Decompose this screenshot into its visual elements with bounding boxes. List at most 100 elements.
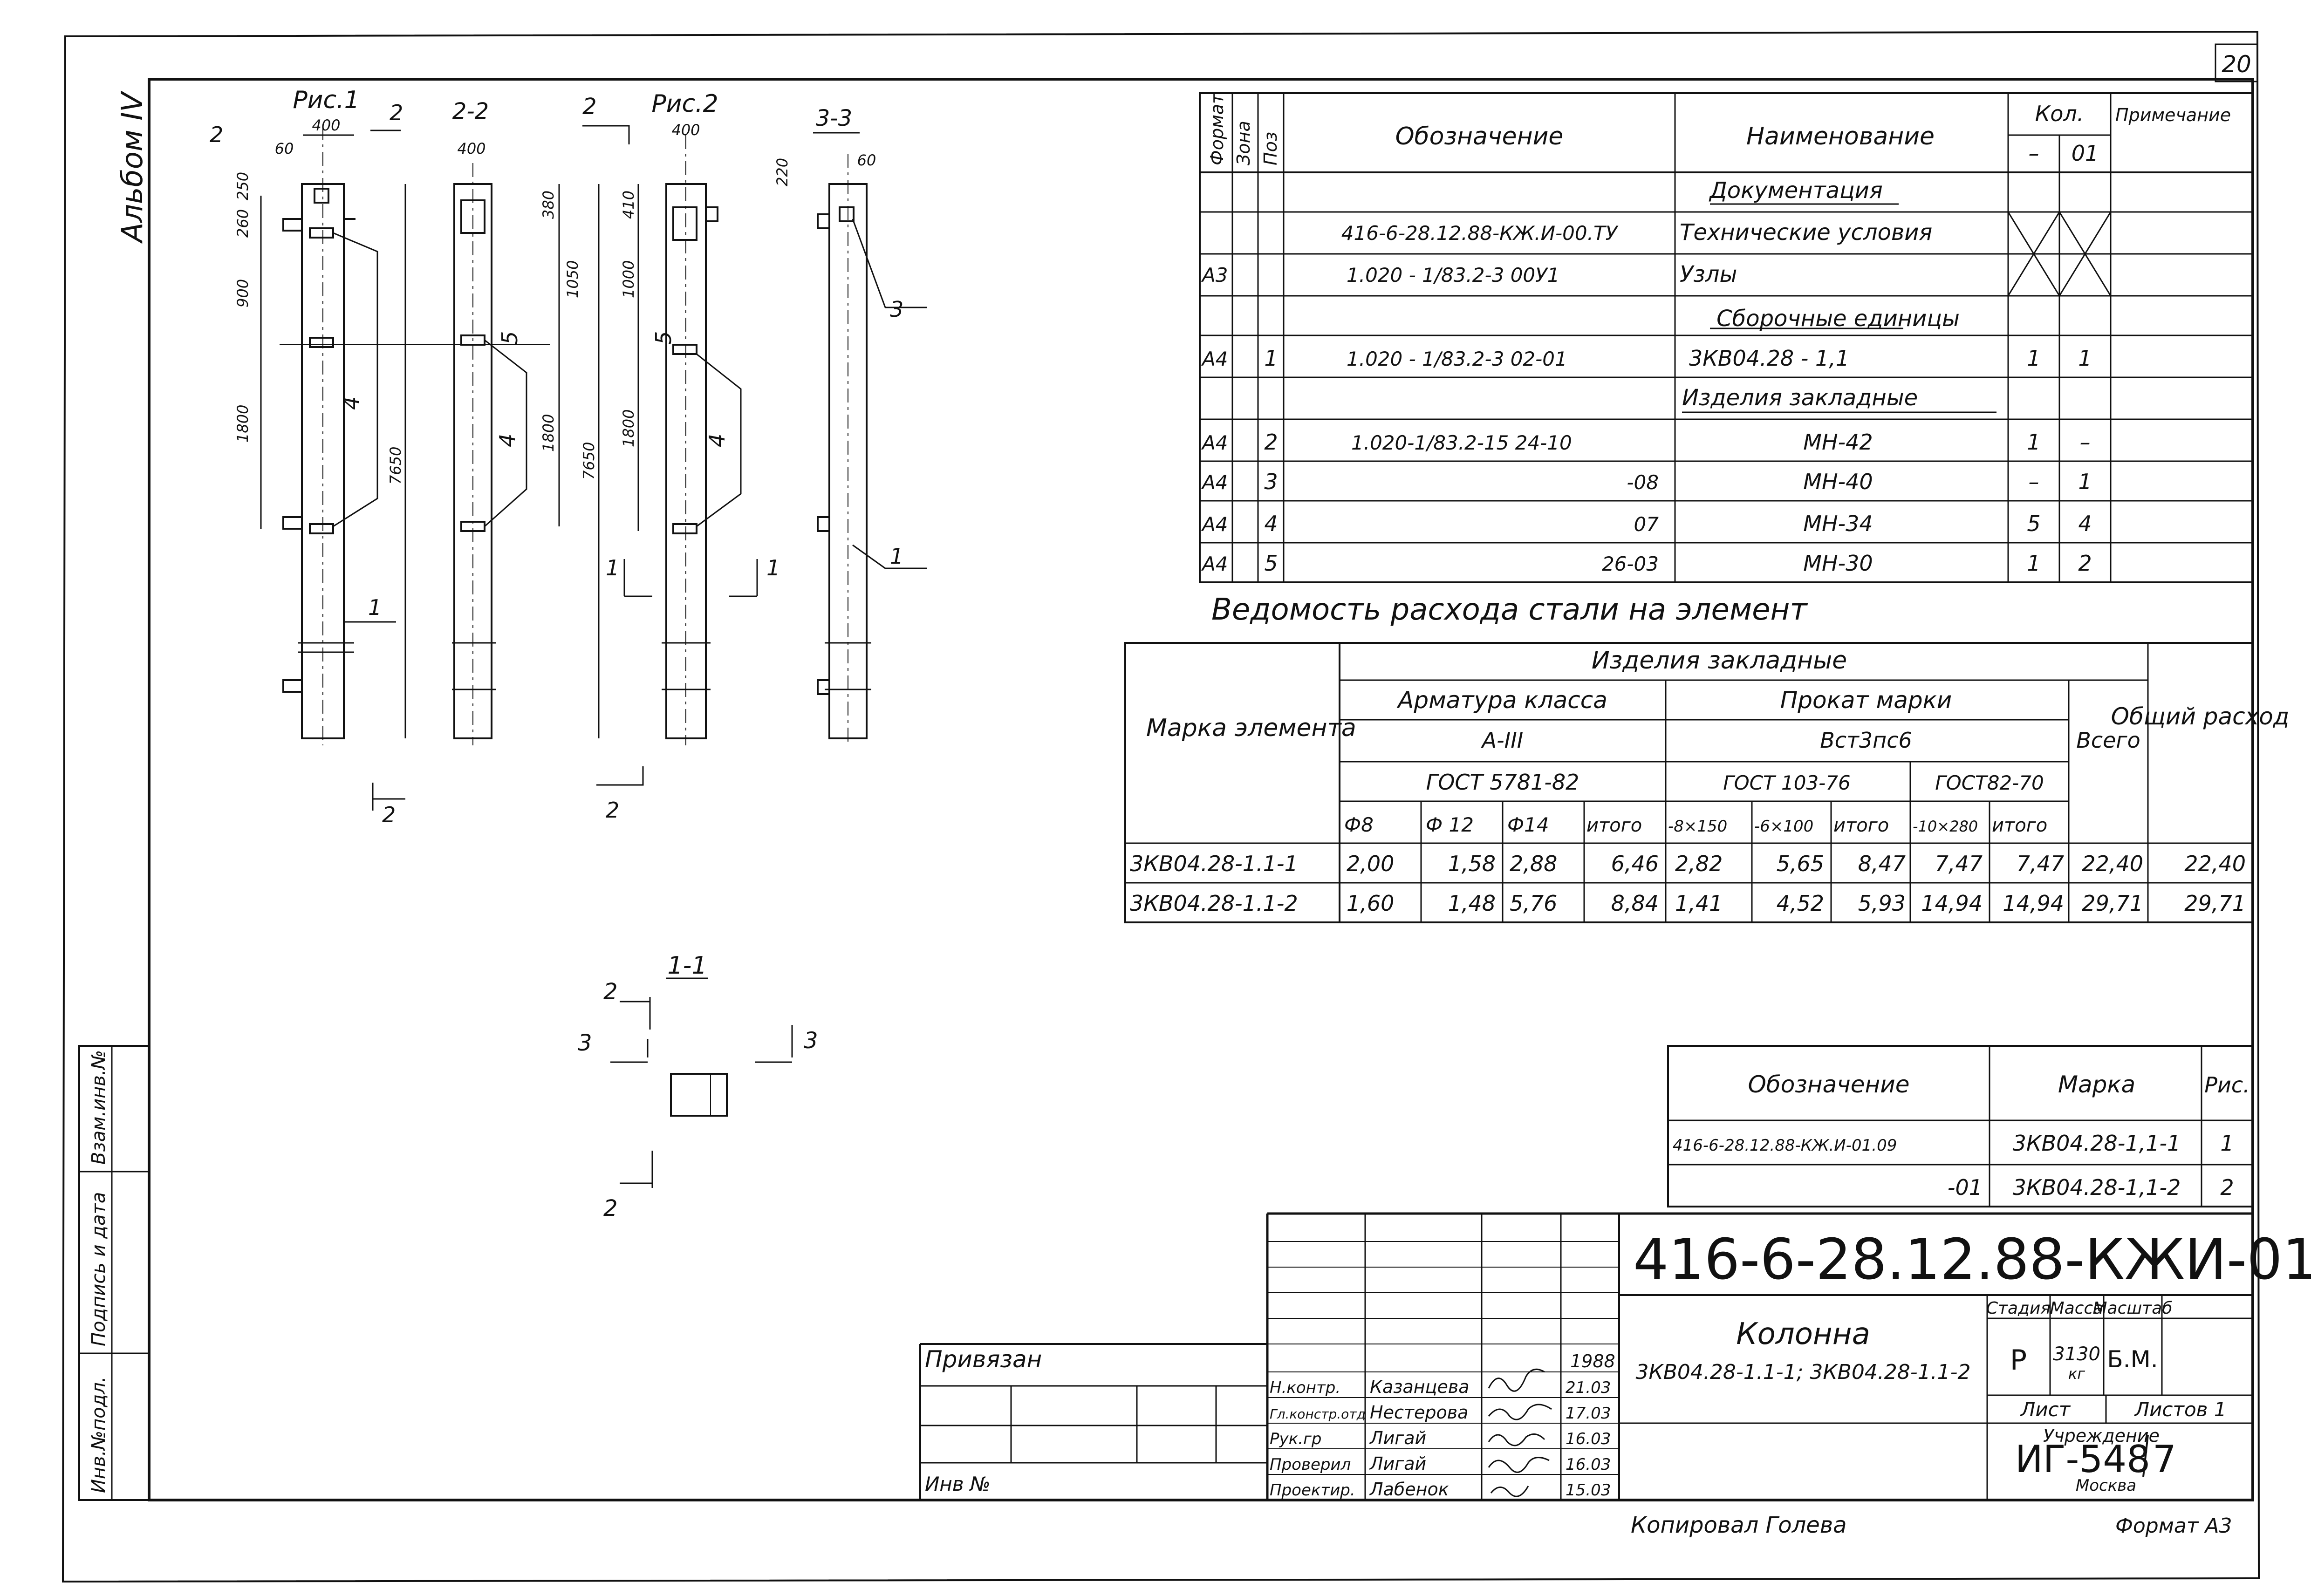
fig2-cut-1-left: 1 — [606, 555, 619, 580]
spec-r8-qa: – — [2029, 469, 2039, 494]
spec-r10-pos: 5 — [1264, 551, 1278, 576]
signer-3-name: Лигай — [1369, 1428, 1426, 1448]
fig1-title: Рис.1 — [293, 86, 359, 114]
spec-h-qty-a: – — [2029, 141, 2039, 166]
signer-3-role: Рук.гр — [1270, 1430, 1321, 1448]
spec-r10-designation: 26-03 — [1602, 552, 1659, 575]
steel-row2-v10: 29,71 — [2082, 891, 2143, 916]
fig1-dim-7650: 7650 — [387, 447, 404, 484]
fig1-dim-400: 400 — [312, 116, 340, 134]
spec-h-note: Примечание — [2115, 105, 2231, 125]
sec33-pos-3: 3 — [890, 297, 903, 322]
sec11-mark-2-bottom: 2 — [603, 1195, 618, 1221]
fig2-cut-1-right: 1 — [766, 555, 780, 580]
spec-h-pos: Поз — [1260, 132, 1281, 165]
title-scale-label: Масштаб — [2092, 1299, 2172, 1318]
steel-table: Марка элемента Изделия закладные Арматур… — [1124, 642, 2290, 923]
sec22-title: 2-2 — [452, 98, 489, 124]
steel-col-8x150: -8×150 — [1668, 817, 1727, 836]
title-inv: Инв № — [925, 1473, 991, 1495]
steel-row1-v2: 1,58 — [1448, 851, 1496, 876]
spec-r7-qb: – — [2080, 430, 2091, 455]
steel-row1-v7: 8,47 — [1858, 851, 1906, 876]
steel-col-total1: итого — [1586, 815, 1642, 836]
spec-r5-qa: 1 — [2027, 346, 2040, 371]
steel-row2-v1: 1,60 — [1347, 891, 1394, 916]
title-sheets-label: Листов 1 — [2134, 1398, 2227, 1421]
title-bound: Привязан — [925, 1346, 1042, 1373]
steel-row1-v1: 2,00 — [1347, 851, 1394, 876]
variants-h-designation: Обозначение — [1748, 1071, 1910, 1098]
fig1-dim-250: 250 — [234, 172, 252, 200]
specification-table: Формат Зона Поз Обозначение Наименование… — [1199, 92, 2254, 583]
fig1-dim-900: 900 — [234, 279, 252, 307]
variants-row2-mark: 3КВ04.28-1,1-2 — [2013, 1175, 2181, 1200]
margin-replace-label: Взам.инв.№ — [88, 1050, 109, 1165]
fig1-pos-2: 2 — [210, 122, 223, 147]
sec11-mark-3-left: 3 — [578, 1030, 592, 1056]
spec-h-qty: Кол. — [2035, 101, 2084, 126]
spec-r6-name: Изделия закладные — [1682, 385, 1918, 411]
spec-r2-designation: 416-6-28.12.88-КЖ.И-00.ТУ — [1341, 222, 1619, 245]
steel-h-total: Общий расход — [2111, 703, 2290, 730]
title-subname: 3КВ04.28-1.1-1; 3КВ04.28-1.1-2 — [1635, 1360, 1970, 1384]
sec33-title: 3-3 — [816, 105, 852, 131]
steel-col-total2: итого — [1833, 815, 1889, 836]
spec-r5-qb: 1 — [2078, 346, 2092, 371]
sheet-number: 20 — [2222, 51, 2251, 78]
margin-stamp: Инв.№подл. Подпись и дата Взам.инв.№ — [78, 1045, 150, 1501]
steel-row2-v9: 14,94 — [2003, 891, 2064, 916]
spec-r7-qa: 1 — [2027, 430, 2040, 455]
sec22-dim-380: 380 — [540, 191, 557, 219]
title-year: 1988 — [1570, 1351, 1615, 1371]
steel-row2-v5: 1,41 — [1675, 891, 1723, 916]
album-label: Альбом IV — [115, 90, 149, 244]
signature-marks — [1488, 1368, 1552, 1497]
spec-r5-pos: 1 — [1264, 346, 1278, 371]
title-stage-label: Стадия — [1986, 1299, 2051, 1318]
steel-row2-v4: 8,84 — [1611, 891, 1659, 916]
signer-4-name: Лигай — [1369, 1453, 1426, 1474]
fig2-dim-1000: 1000 — [620, 260, 637, 298]
title-city: Москва — [2076, 1476, 2136, 1495]
steel-h-rebar-class: А-III — [1481, 728, 1524, 753]
margin-sign-label: Подпись и дата — [88, 1192, 109, 1346]
variants-row1-mark: 3КВ04.28-1,1-1 — [2013, 1131, 2181, 1156]
title-org-number: 7 — [2153, 1438, 2176, 1481]
steel-row1-v5: 2,82 — [1675, 851, 1723, 876]
sec11-mark-3-right: 3 — [804, 1028, 818, 1054]
fig1-section-mark: 2 — [390, 100, 403, 125]
section-1-1: 1-1 2 3 3 2 — [578, 952, 818, 1221]
spec-r9-designation: 07 — [1634, 513, 1659, 536]
sec33-dim-60: 60 — [857, 151, 876, 169]
spec-r10-qb: 2 — [2078, 551, 2092, 576]
steel-h-rebar-gost: ГОСТ 5781-82 — [1426, 770, 1579, 795]
title-org: ИГ-548 — [2015, 1438, 2150, 1481]
fig2-dim-7650: 7650 — [580, 442, 598, 480]
spec-r5-name: 3КВ04.28 - 1,1 — [1689, 346, 1849, 371]
sec22-dim-1050: 1050 — [564, 260, 581, 298]
fig1-dim-260: 260 — [234, 209, 252, 238]
spec-r9-qa: 5 — [2027, 511, 2040, 536]
steel-col-6x100: -6×100 — [1754, 817, 1813, 836]
title-stage: Р — [2010, 1344, 2027, 1377]
fig1-pos-4: 4 — [339, 396, 364, 410]
sec22-pos-4: 4 — [495, 434, 520, 447]
fig1-pos-1: 1 — [368, 595, 382, 620]
steel-row1-v11: 22,40 — [2184, 851, 2246, 876]
spec-r7-name: МН-42 — [1803, 430, 1873, 455]
spec-r1-name: Документация — [1709, 177, 1883, 204]
fig2-title: Рис.2 — [651, 90, 718, 118]
spec-r8-format: А4 — [1201, 471, 1228, 494]
signer-2-date: 17.03 — [1566, 1404, 1611, 1423]
signer-4-role: Проверил — [1270, 1455, 1351, 1474]
fig2-pos-4: 4 — [704, 434, 730, 447]
steel-row1-v3: 2,88 — [1510, 851, 1557, 876]
steel-row2-v8: 14,94 — [1921, 891, 1983, 916]
variants-row1-fig: 1 — [2220, 1131, 2234, 1156]
spec-r10-format: А4 — [1201, 552, 1228, 575]
spec-r3-name: Узлы — [1680, 261, 1737, 287]
steel-row2-v7: 5,93 — [1858, 891, 1906, 916]
spec-r8-designation: -08 — [1627, 471, 1659, 494]
